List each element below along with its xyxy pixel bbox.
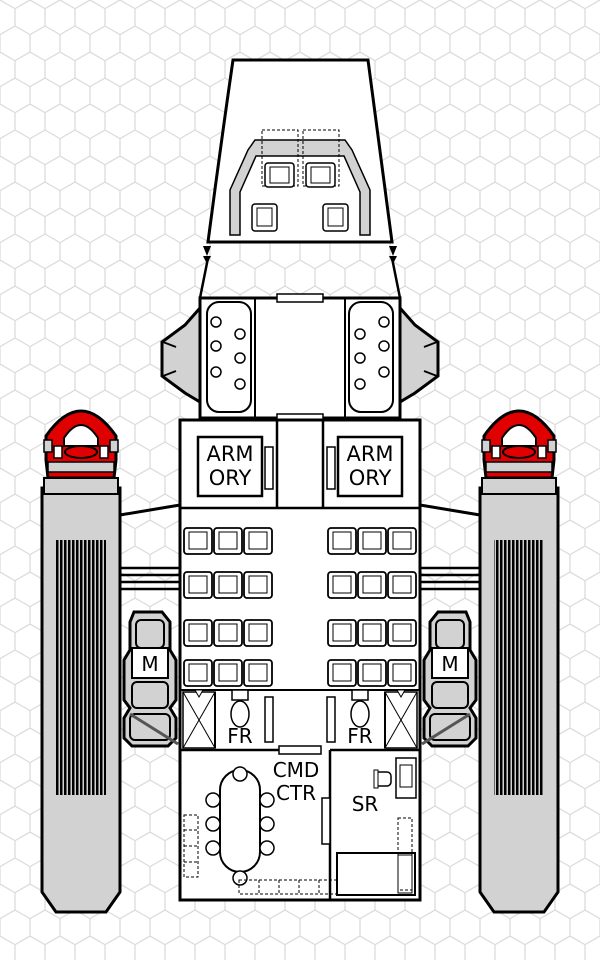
passenger-seat (183, 571, 213, 599)
maintenance-right-label: M (441, 652, 458, 676)
engine-grille-right (494, 540, 544, 795)
engine-struts (119, 503, 481, 517)
armory-left-label-2: ORY (209, 466, 252, 490)
engine-nacelle-left (40, 409, 122, 914)
armory-left-label-1: ARM (206, 442, 253, 466)
gunner-seat-left (251, 203, 278, 232)
passenger-seat (387, 527, 417, 555)
fresher-left-door[interactable] (264, 696, 274, 743)
copilot-seat (305, 162, 336, 188)
fresher-right-door[interactable] (326, 696, 336, 743)
passenger-seat (213, 527, 243, 555)
command-center-label-2: CTR (276, 781, 316, 805)
passenger-seat (243, 527, 273, 555)
cockpit (206, 58, 394, 244)
gunner-seat-right (322, 203, 349, 232)
pilot-seat (264, 162, 295, 188)
passenger-seat (357, 527, 387, 555)
seat-pod-left (206, 301, 252, 413)
armory-right: ARM ORY (326, 435, 404, 498)
stateroom: SR (336, 757, 417, 896)
passenger-seat (243, 571, 273, 599)
passenger-seat (183, 619, 213, 647)
passenger-seat (387, 659, 417, 687)
passenger-seat (327, 571, 357, 599)
conference-table (219, 769, 261, 873)
toilet-right (350, 689, 370, 728)
fresher-left-label: FR (227, 724, 253, 748)
engine-pylons (120, 566, 480, 591)
maintenance-pod-right: M (421, 610, 478, 748)
passenger-seat (327, 527, 357, 555)
engine-nacelle-right (478, 409, 560, 914)
passenger-seat (243, 619, 273, 647)
fresher-left: FR (182, 689, 274, 749)
fresher-right-label: FR (347, 724, 373, 748)
stateroom-label: SR (352, 792, 379, 816)
passenger-seat (357, 571, 387, 599)
passenger-seat (327, 619, 357, 647)
stateroom-chair (373, 769, 392, 789)
armory-right-door[interactable] (326, 446, 336, 490)
seat-pod-right (348, 301, 394, 413)
passenger-seat (243, 659, 273, 687)
armory-right-label-2: ORY (349, 466, 392, 490)
passenger-seat (213, 571, 243, 599)
passenger-seating (183, 527, 417, 687)
neck-markers (203, 246, 397, 264)
maintenance-pod-left: M (122, 610, 179, 748)
door-command[interactable] (278, 745, 322, 755)
engine-grille-left (56, 540, 106, 795)
armory-left-door[interactable] (264, 446, 274, 490)
passenger-seat (213, 659, 243, 687)
fresher-right: FR (326, 689, 418, 749)
armory-right-label-1: ARM (346, 442, 393, 466)
passenger-seat (387, 571, 417, 599)
passenger-seat (387, 619, 417, 647)
passenger-seat (327, 659, 357, 687)
door-upper[interactable] (276, 293, 324, 303)
maintenance-left-label: M (141, 652, 158, 676)
neck-walls (198, 257, 402, 299)
passenger-seat (183, 527, 213, 555)
passenger-seat (183, 659, 213, 687)
armory-left: ARM ORY (196, 435, 274, 498)
cockpit-console (229, 139, 371, 236)
passenger-seat (213, 619, 243, 647)
passenger-seat (357, 659, 387, 687)
command-center-label-1: CMD (273, 758, 320, 782)
passenger-seat (357, 619, 387, 647)
command-center: CMD CTR (183, 758, 360, 895)
toilet-left (230, 689, 250, 728)
stateroom-door[interactable] (321, 797, 331, 845)
